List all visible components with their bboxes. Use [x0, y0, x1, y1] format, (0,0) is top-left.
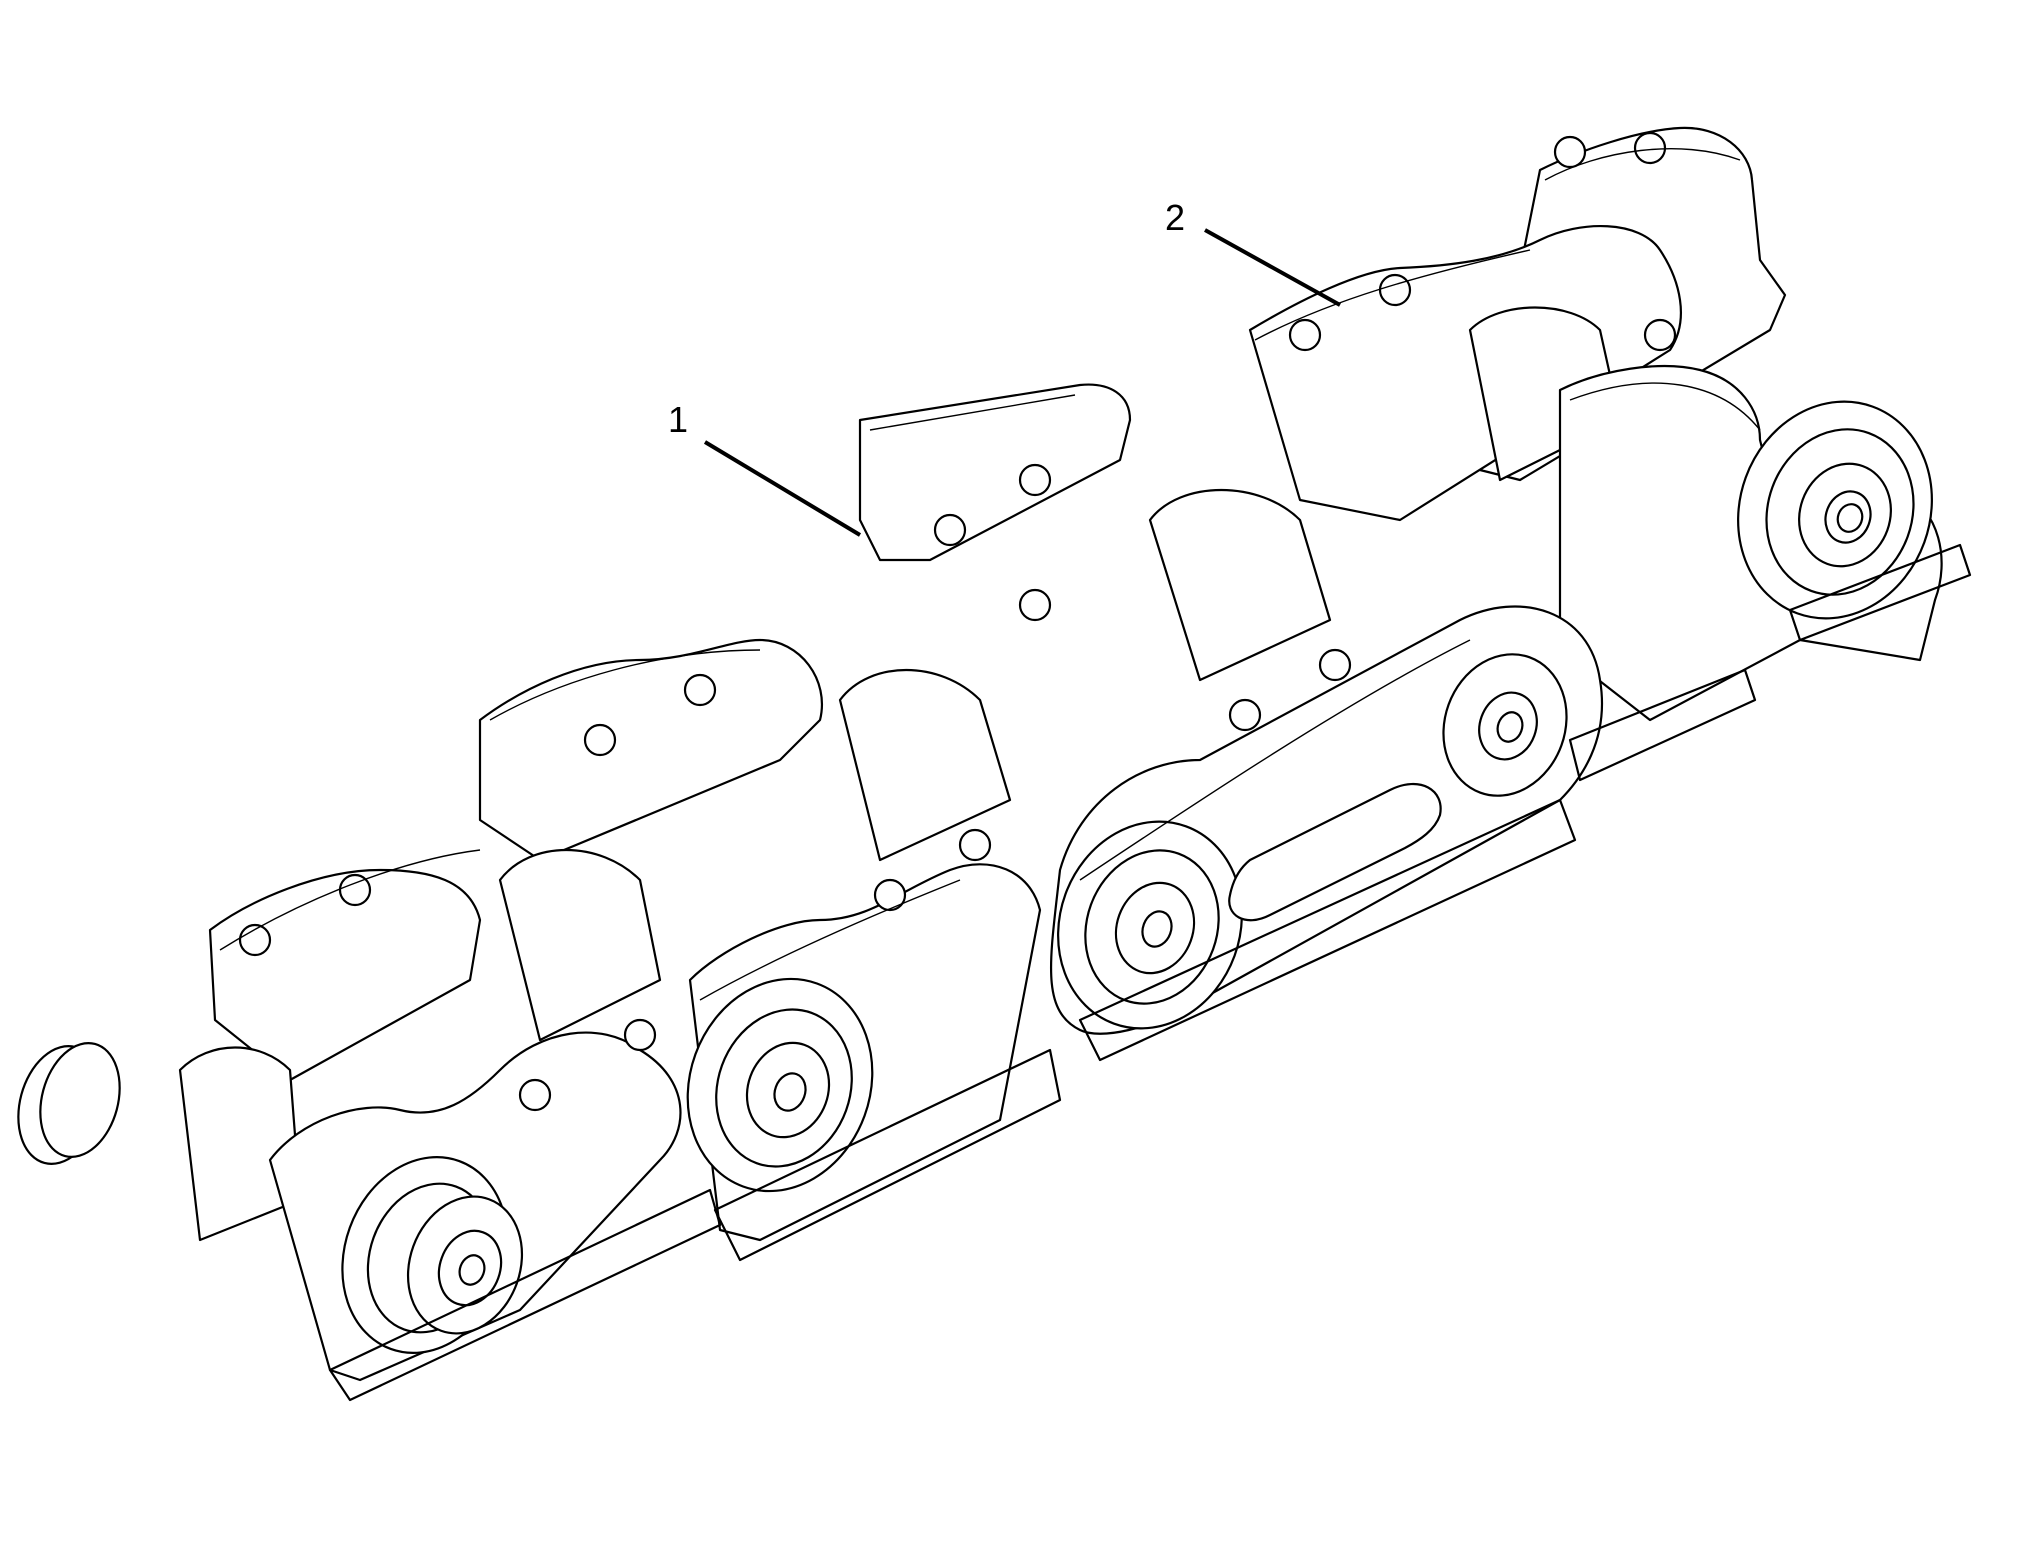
- leader-line-2: [1204, 228, 1341, 307]
- callout-1: 1: [668, 399, 862, 537]
- callout-2: 2: [1165, 197, 1341, 307]
- detail-lines: [219, 148, 1761, 1001]
- lower-link-rail: [17, 365, 1943, 1382]
- leader-line-1: [703, 440, 862, 537]
- callout-label-1: 1: [668, 399, 688, 440]
- link-base-plates: [328, 543, 1972, 1402]
- callout-label-2: 2: [1165, 197, 1185, 238]
